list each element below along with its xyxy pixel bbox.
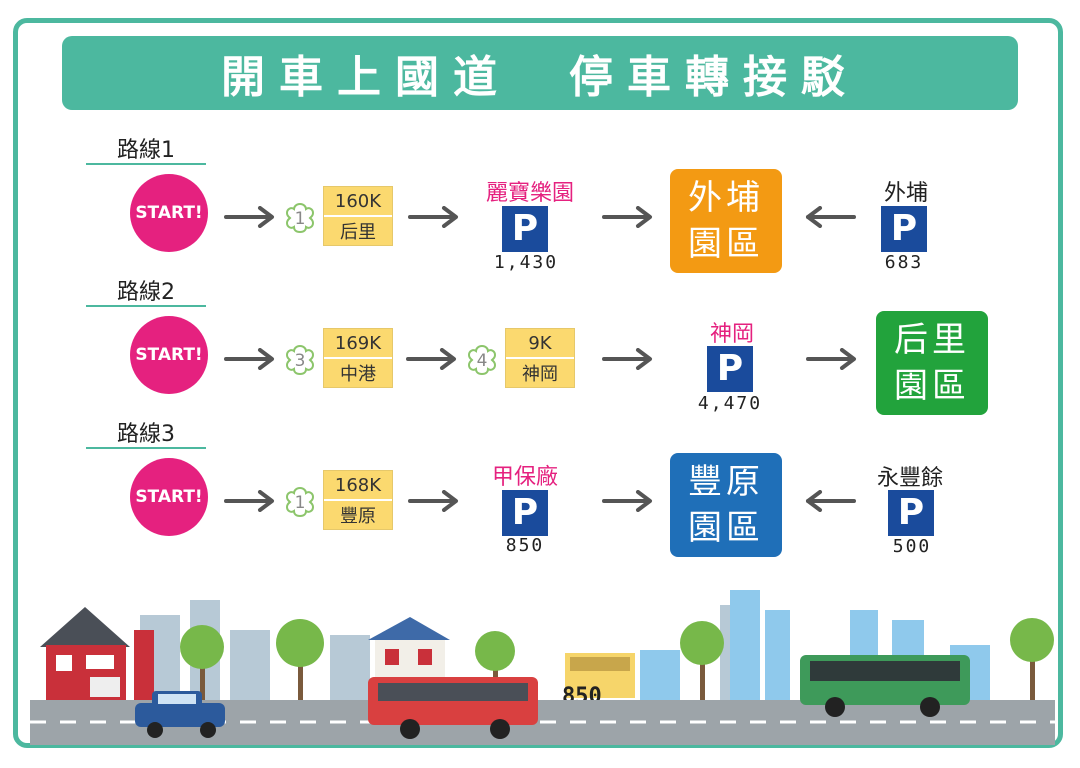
route-1-interchange-badge-1: 1 [286, 203, 314, 233]
interchange-km: 160K [324, 187, 392, 217]
interchange-place: 中港 [324, 359, 392, 387]
interchange-km: 9K [506, 329, 574, 359]
route-3-start-circle: START! [130, 458, 208, 536]
title-banner: 開車上國道 停車轉接駁 [62, 36, 1018, 110]
parking-sign-icon: P [502, 206, 548, 252]
parking-sign-icon: P [707, 346, 753, 392]
route-3-parking-label: 甲保廠 [491, 465, 558, 490]
route-1-underline [86, 163, 206, 165]
route-2-parking-label: 神岡 [709, 322, 754, 347]
parking-sign-icon: P [888, 490, 934, 536]
route-1-arrow-2 [408, 206, 458, 228]
parking-sign-icon: P [881, 206, 927, 252]
route-1-parking-capacity: 1,430 [493, 252, 559, 273]
route-3-destination-park: 豐原 園區 [670, 453, 782, 557]
route-2-destination-park: 后里 園區 [876, 311, 988, 415]
badge-number: 1 [295, 493, 306, 513]
interchange-place: 豐原 [324, 501, 392, 529]
city-street-illustration: 850 [30, 590, 1055, 745]
interchange-place: 神岡 [506, 359, 574, 387]
park-name-line1: 豐原 [688, 462, 764, 502]
parking-sign-icon: P [502, 490, 548, 536]
outer-frame [13, 18, 1063, 748]
route-2-underline [86, 305, 206, 307]
route-1-other-parking-label: 外埔 [883, 181, 928, 206]
route-2-arrow-4 [806, 348, 856, 370]
route-3-arrow-1 [224, 490, 274, 512]
bus-icon [368, 677, 538, 739]
route-1-destination-park: 外埔 園區 [670, 169, 782, 273]
route-1-start-circle: START! [130, 174, 208, 252]
route-2-interchange-badge-1: 3 [286, 345, 314, 375]
park-name-line2: 園區 [894, 366, 970, 406]
badge-number: 1 [295, 209, 306, 229]
route-1-parking-label: 麗寶樂園 [485, 181, 574, 206]
bus-icon [800, 655, 970, 717]
tree-icon [180, 618, 1054, 700]
route-3-interchange-sign-1: 168K 豐原 [323, 470, 393, 530]
park-name-line2: 園區 [688, 508, 764, 548]
badge-number: 4 [477, 351, 488, 371]
route-3-parking-capacity: 850 [505, 535, 545, 556]
house-icon [368, 617, 450, 685]
route-2-start-circle: START! [130, 316, 208, 394]
route-1-arrow-3 [602, 206, 652, 228]
skyline-icon [140, 600, 750, 705]
route-2-interchange-sign-1: 169K 中港 [323, 328, 393, 388]
route-3-underline [86, 447, 206, 449]
route-3-interchange-badge-1: 1 [286, 487, 314, 517]
house-icon [40, 607, 154, 700]
route-2-arrow-3 [602, 348, 652, 370]
badge-number: 3 [295, 351, 306, 371]
shop-icon [565, 653, 635, 698]
interchange-km: 168K [324, 471, 392, 501]
page-title: 開車上國道 停車轉接駁 [221, 52, 859, 103]
route-3-other-parking-capacity: 500 [892, 536, 932, 557]
interchange-km: 169K [324, 329, 392, 359]
route-2-title: 路線2 [117, 280, 175, 305]
route-3-title: 路線3 [117, 422, 175, 447]
route-1-arrow-1 [224, 206, 274, 228]
route-2-interchange-sign-2: 9K 神岡 [505, 328, 575, 388]
route-3-arrow-4 [806, 490, 856, 512]
route-2-interchange-badge-2: 4 [468, 345, 496, 375]
interchange-place: 后里 [324, 217, 392, 245]
route-3-arrow-2 [408, 490, 458, 512]
car-icon [135, 691, 225, 738]
route-3-arrow-3 [602, 490, 652, 512]
park-name-line1: 外埔 [688, 178, 764, 218]
route-2-arrow-2 [406, 348, 456, 370]
route-1-title: 路線1 [117, 138, 175, 163]
route-1-other-parking-capacity: 683 [884, 252, 924, 273]
route-2-parking-capacity: 4,470 [697, 393, 763, 414]
route-1-arrow-4 [806, 206, 856, 228]
park-name-line1: 后里 [894, 320, 970, 360]
park-name-line2: 園區 [688, 224, 764, 264]
route-1-interchange-sign-1: 160K 后里 [323, 186, 393, 246]
route-2-arrow-1 [224, 348, 274, 370]
route-3-other-parking-label: 永豐餘 [876, 466, 943, 491]
